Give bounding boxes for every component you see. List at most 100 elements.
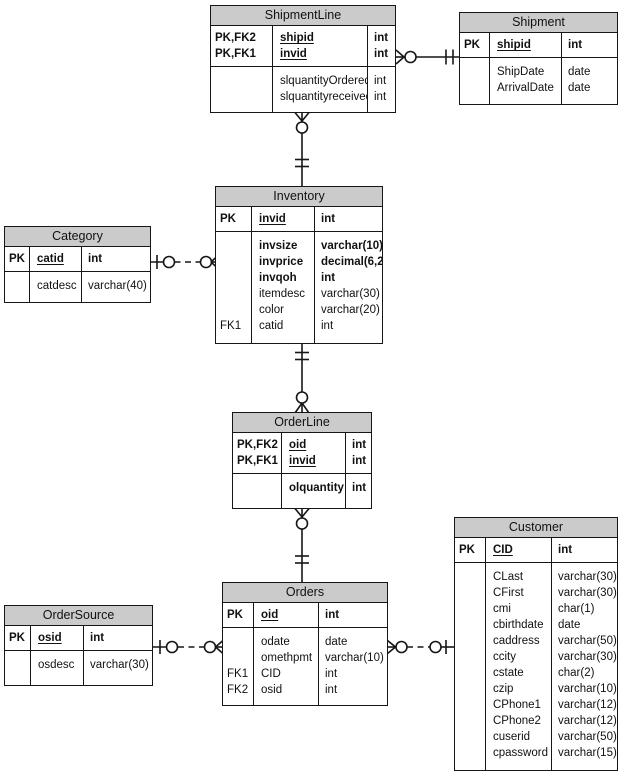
key-label: PK [9, 253, 25, 265]
field-name: ArrivalDate [497, 82, 554, 94]
key-label: PK [464, 39, 480, 51]
key-label [220, 302, 251, 318]
key-label: PK,FK2 [215, 32, 256, 44]
field-name: invsize [259, 240, 298, 252]
table-title-customer: Customer [455, 518, 617, 538]
key-label [464, 80, 489, 96]
relationship-customer-orders [386, 639, 455, 655]
name-column: olquantity [282, 474, 346, 508]
field-name: invprice [259, 256, 304, 268]
key-label: FK1 [220, 320, 242, 332]
key-column: FK1 [216, 232, 252, 343]
field-name: invqoh [259, 272, 297, 284]
key-label [459, 681, 485, 697]
attributes-section: osdesc varchar(30) [5, 650, 152, 685]
key-label [459, 697, 485, 713]
key-label [459, 601, 485, 617]
relationship-orders-orderline [294, 507, 310, 583]
name-column: catid [30, 247, 82, 271]
key-label: PK,FK1 [237, 455, 278, 467]
field-type: varchar(10) [321, 240, 383, 252]
field-name: CLast [493, 571, 524, 583]
field-type: date [325, 636, 348, 648]
field-name: cpassword [493, 747, 548, 759]
cardinality-zero-circle [199, 255, 213, 269]
key-label [459, 617, 485, 633]
name-column: invid [252, 207, 315, 231]
attributes-section: catdesc varchar(40) [5, 271, 150, 302]
field-type: int [325, 609, 340, 621]
key-label [227, 634, 253, 650]
relationship-ordersource-orders [153, 639, 224, 655]
field-type: int [374, 75, 387, 87]
field-type: char(1) [558, 603, 595, 615]
key-column [455, 563, 486, 770]
type-column: int [562, 33, 617, 57]
key-label [459, 569, 485, 585]
key-label [220, 270, 251, 286]
key-label [237, 480, 281, 496]
cardinality-zero-circle [162, 255, 176, 269]
field-name: catid [259, 320, 284, 332]
key-column: PK [5, 247, 30, 271]
field-type: int [321, 272, 336, 284]
field-type: varchar(30) [558, 651, 617, 663]
name-column: osdesc [31, 651, 84, 685]
field-type: decimal(6,2) [321, 256, 383, 268]
field-type: int [321, 320, 334, 332]
field-name: invid [259, 213, 286, 225]
field-type: int [90, 632, 105, 644]
key-column [211, 67, 273, 112]
type-column: int [552, 538, 617, 562]
relationship-category-inventory [150, 254, 219, 270]
field-name: osid [261, 684, 283, 696]
key-label: PK [9, 632, 25, 644]
field-type: varchar(12) [558, 715, 617, 727]
key-label [215, 89, 272, 105]
key-column: PK [216, 207, 252, 231]
field-name: itemdesc [259, 288, 306, 300]
cardinality-zero-circle [203, 640, 217, 654]
type-column: varchar(30) [84, 651, 152, 685]
key-label [459, 585, 485, 601]
field-type: varchar(40) [88, 280, 147, 292]
name-column: catdesc [30, 272, 82, 302]
field-name: invid [289, 455, 316, 467]
field-type: varchar(12) [558, 699, 617, 711]
key-column: PK [455, 538, 486, 562]
cardinality-zero-circle [165, 640, 179, 654]
field-name: CID [261, 668, 281, 680]
field-name: cuserid [493, 731, 531, 743]
key-label [459, 665, 485, 681]
key-label [459, 729, 485, 745]
field-name: osdesc [38, 659, 75, 671]
field-name: CPhone1 [493, 699, 541, 711]
field-type: varchar(10) [325, 652, 384, 664]
cardinality-zero-circle [429, 640, 442, 654]
field-name: caddress [493, 635, 540, 647]
cardinality-zero-circle [395, 640, 408, 654]
type-column: int [315, 207, 382, 231]
type-column: varchar(40) [82, 272, 150, 302]
cardinality-zero-circle [295, 391, 309, 404]
field-name: shipid [280, 32, 314, 44]
